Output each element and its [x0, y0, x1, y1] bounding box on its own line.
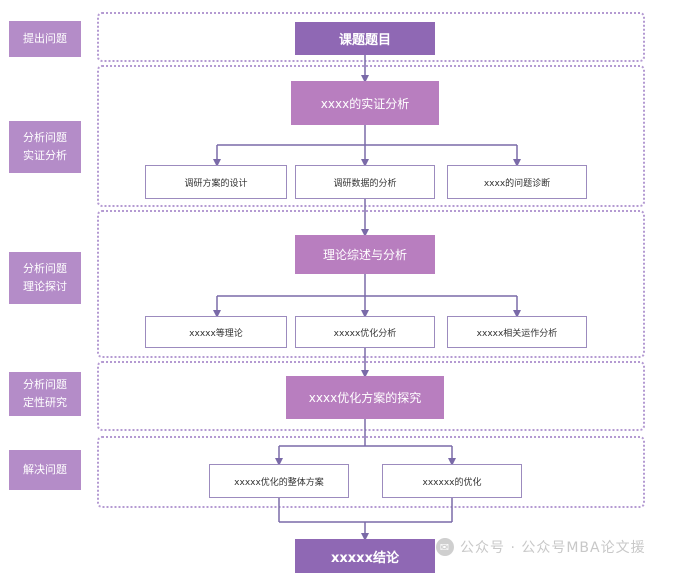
stage-label-theory: 分析问题 理论探讨 [9, 252, 81, 304]
watermark-text: 公众号 · 公众号MBA论文援 [460, 540, 646, 556]
node-optimization: xxxxxx的优化 [382, 464, 522, 498]
node-problem-diagnosis: xxxx的问题诊断 [447, 165, 587, 199]
section-theory [97, 210, 645, 358]
node-optimization-analysis: xxxxx优化分析 [295, 316, 435, 348]
stage-label-propose: 提出问题 [9, 21, 81, 57]
node-overall-plan: xxxxx优化的整体方案 [209, 464, 349, 498]
section-solve [97, 436, 645, 508]
stage-label-solve: 解决问题 [9, 450, 81, 490]
node-optimization-plan-study: xxxx优化方案的探究 [286, 376, 444, 419]
section-propose [97, 12, 645, 62]
node-survey-data-analysis: 调研数据的分析 [295, 165, 435, 199]
node-theories: xxxxx等理论 [145, 316, 287, 348]
node-empirical-analysis: xxxx的实证分析 [291, 81, 439, 125]
section-qualitative [97, 361, 645, 431]
section-empirical [97, 65, 645, 207]
node-survey-design: 调研方案的设计 [145, 165, 287, 199]
node-operation-analysis: xxxxx相关运作分析 [447, 316, 587, 348]
stage-label-empirical: 分析问题 实证分析 [9, 121, 81, 173]
wechat-icon: ✉ [436, 538, 454, 556]
stage-label-qualitative: 分析问题 定性研究 [9, 372, 81, 416]
node-conclusion: xxxxx结论 [295, 539, 435, 573]
watermark: ✉ 公众号 · 公众号MBA论文援 [436, 537, 646, 557]
node-theory-review: 理论综述与分析 [295, 235, 435, 274]
node-topic: 课题题目 [295, 22, 435, 55]
